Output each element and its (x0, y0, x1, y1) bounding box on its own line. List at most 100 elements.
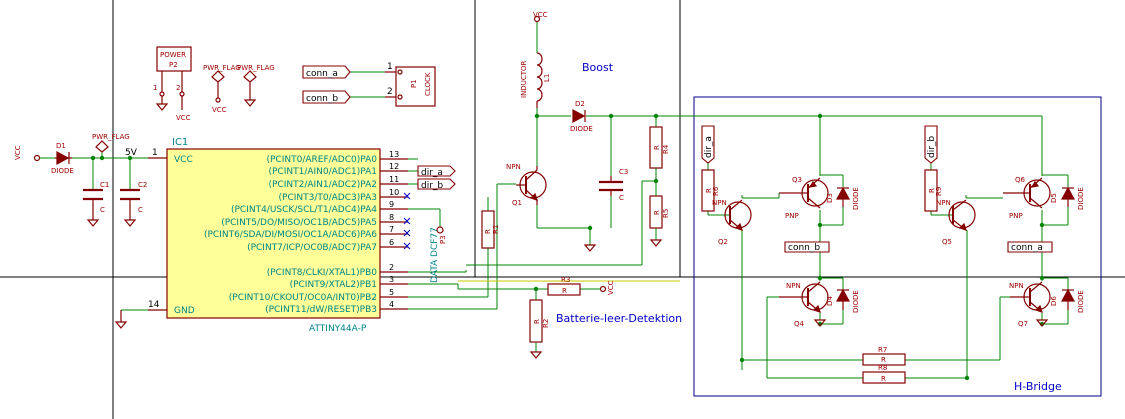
boost-title: Boost (582, 61, 614, 74)
pwr-flag-2: PWR_FLAG (237, 64, 275, 72)
c1-ref: C1 (100, 181, 109, 189)
d6-ref: D6 (1050, 296, 1058, 306)
ic-gnd-label: GND (174, 306, 195, 316)
r1-ref: R1 (492, 225, 500, 234)
hbridge-title: H-Bridge (1014, 380, 1062, 393)
ic-body (166, 148, 381, 319)
q6-type: PNP (1009, 212, 1023, 220)
ic-pin-name: (PCINT10/CKOUT/OC0A/INT0)PB2 (229, 293, 377, 303)
p2-vcc: VCC (176, 114, 191, 122)
ic-part: ATTINY44A-P (309, 324, 367, 334)
p3-ref: P3 (439, 235, 447, 244)
q6-ref: Q6 (1015, 176, 1026, 184)
q4-type: NPN (786, 282, 801, 290)
r1-val: R (484, 229, 492, 234)
label-dir-a-1: dir_a (421, 168, 443, 178)
wires (40, 22, 1069, 379)
r7-ref: R7 (878, 346, 887, 354)
ic-pin-name: (PCINT7/ICP/OC0B/ADC7)PA7 (247, 243, 377, 253)
q2-ref: Q2 (718, 238, 728, 246)
ic-pin-number: 7 (389, 225, 394, 234)
ic-pin-name: (PCINT5/DO/MISO/OC1B/ADC5)PA5 (221, 218, 377, 228)
p2-pin1: 1 (153, 84, 157, 92)
q3-ref: Q3 (792, 176, 802, 184)
ic-pin-name: (PCINT1/AIN0/ADC1)PA1 (268, 167, 377, 177)
q4-ref: Q4 (794, 320, 805, 328)
ic-pin-number: 13 (389, 150, 399, 159)
ic-ref: IC1 (172, 137, 188, 148)
l1-val: INDUCTOR (520, 61, 528, 98)
d4-ref: D4 (826, 296, 834, 306)
label-conn-a-1: conn_a (306, 69, 338, 79)
label-dir-b-2: dir_b (927, 136, 937, 158)
component-symbols (33, 15, 1076, 384)
no-connect-marks (403, 192, 411, 250)
c2-ref: C2 (138, 181, 147, 189)
pwr-vcc: VCC (212, 106, 227, 114)
p2-pin2: 2 (176, 84, 180, 92)
ic-pin-number: 6 (389, 238, 394, 247)
r7-val: R (881, 356, 886, 364)
r5-val: R (653, 210, 661, 215)
ic-pin-number: 11 (389, 175, 399, 184)
c2-val: C (138, 206, 143, 214)
r8-val: R (881, 375, 886, 383)
c3-ref: C3 (619, 168, 628, 176)
ic-pin-name: (PCINT9/XTAL2)PB1 (290, 280, 377, 290)
d2-val: DIODE (570, 125, 593, 133)
ic-pin-list: (PCINT0/AREF/ADC0)PA0 13 (PCINT1/AIN0/ADC1… (204, 150, 399, 315)
ic-pin-name: (PCINT6/SDA/DI/MOSI/OC1A/ADC6)PA6 (204, 230, 377, 240)
label-dir-a-2: dir_a (704, 136, 714, 158)
label-dir-b-1: dir_b (421, 181, 443, 191)
label-conn-a-2: conn_a (1011, 243, 1043, 253)
r8-ref: R8 (878, 364, 887, 372)
r2-val: R (533, 319, 541, 324)
p1-pin1: 1 (387, 62, 393, 72)
ic-pin-name: (PCINT11/dW/RESET)PB3 (265, 305, 377, 315)
p2-ref: P2 (169, 61, 178, 69)
vcc-left: VCC (14, 145, 22, 160)
ic-pin-name: (PCINT8/CLKI/XTAL1)PB0 (267, 268, 378, 278)
q3-type: PNP (785, 212, 799, 220)
d4-val: DIODE (852, 290, 860, 313)
l1-ref: L1 (543, 74, 551, 82)
ic-vcc-pin: 1 (152, 148, 158, 158)
q7-type: NPN (1009, 282, 1024, 290)
r6-val: R (705, 188, 713, 193)
p1-name: CLOCK (424, 72, 432, 96)
c1-val: C (100, 206, 105, 214)
d2-ref: D2 (575, 100, 585, 108)
ic-pin-number: 12 (389, 162, 399, 171)
ic-pin-number: 5 (389, 288, 394, 297)
vcc-boost: VCC (533, 11, 548, 19)
ic-pin-name: (PCINT4/USCK/SCL/T1/ADC4)PA4 (231, 205, 377, 215)
net-5v: 5V (125, 148, 138, 158)
p3-name: DATA DCF77 (430, 227, 440, 283)
ic-pin-number: 8 (389, 213, 394, 222)
p2-name: POWER (160, 51, 186, 59)
ic-gnd-pin: 14 (148, 300, 160, 310)
ic-vcc-label: VCC (174, 155, 193, 165)
r9-ref: R9 (935, 187, 943, 196)
ic-pin-number: 4 (389, 300, 394, 309)
ic-pin-number: 10 (389, 188, 399, 197)
d5-val: DIODE (1077, 187, 1085, 210)
q2-type: NPN (712, 199, 727, 207)
r2-ref: R2 (542, 319, 550, 328)
d3-val: DIODE (852, 187, 860, 210)
vcc-r3: VCC (607, 280, 615, 295)
r4-val: R (653, 145, 661, 150)
ic-pin-name: (PCINT2/AIN1/ADC2)PA2 (268, 180, 377, 190)
ic-pin-name: (PCINT0/AREF/ADC0)PA0 (266, 155, 377, 165)
label-conn-b-2: conn_b (788, 243, 820, 253)
battery-text: Batterie-leer-Detektion (556, 312, 682, 325)
d5-ref: D5 (1050, 193, 1058, 203)
q1-type: NPN (506, 163, 521, 171)
d6-val: DIODE (1077, 290, 1085, 313)
net-label-shapes (302, 65, 1053, 253)
ic-pin-number: 2 (389, 263, 394, 272)
r3-ref: R3 (561, 276, 570, 284)
c3-val: C (619, 194, 624, 202)
r4-ref: R4 (662, 144, 670, 154)
